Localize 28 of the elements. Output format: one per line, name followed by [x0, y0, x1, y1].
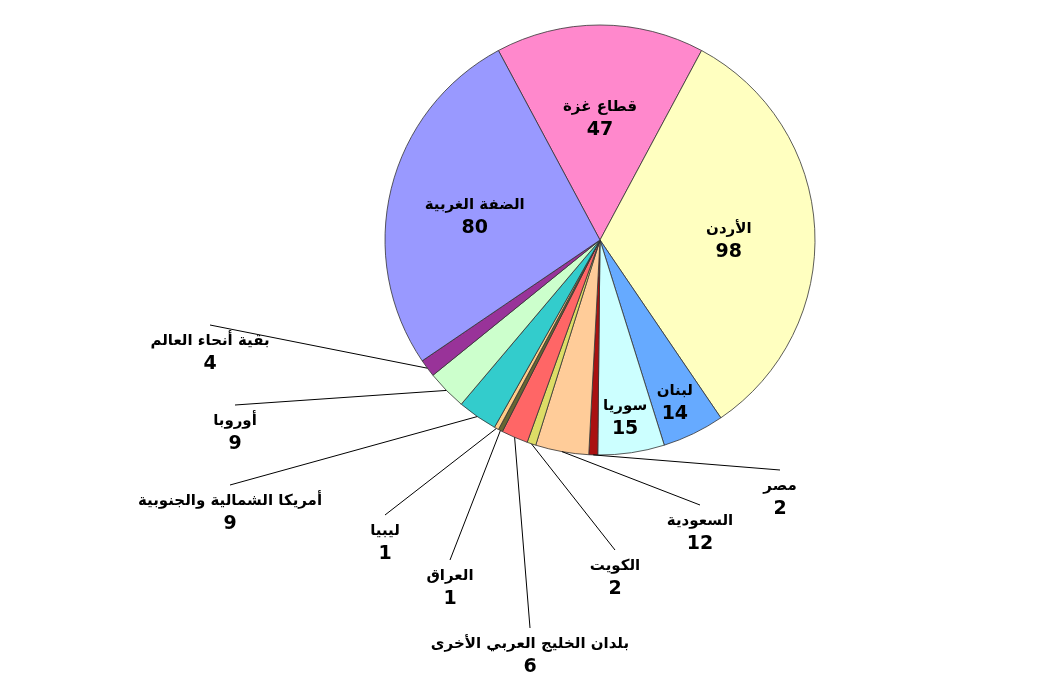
- category-label: العراق: [426, 566, 474, 584]
- category-label: السعودية: [666, 511, 734, 529]
- category-label: بلدان الخليج العربي الأخرى: [430, 634, 630, 652]
- value-label: 9: [228, 431, 242, 453]
- value-label: 14: [661, 400, 689, 423]
- category-label: الضفة الغربية: [424, 195, 525, 214]
- value-label: 98: [715, 239, 743, 262]
- category-label: الكويت: [589, 556, 641, 574]
- value-label: 47: [586, 117, 614, 139]
- value-label: 1: [378, 541, 392, 563]
- category-label: قطاع غزة: [563, 97, 637, 115]
- category-label: مصر: [763, 476, 797, 494]
- value-label: 15: [611, 416, 639, 439]
- category-label: لبنان: [656, 380, 693, 399]
- category-label: أوروبا: [213, 411, 257, 429]
- value-label: 80: [461, 215, 488, 238]
- category-label: سوريا: [603, 396, 648, 415]
- category-label: الأردن: [706, 219, 752, 238]
- value-label: 1: [443, 586, 457, 608]
- value-label: 6: [523, 654, 537, 676]
- value-label: 2: [773, 496, 787, 518]
- category-label: أمريكا الشمالية والجنوبية: [137, 491, 323, 509]
- value-label: 2: [608, 576, 622, 598]
- value-label: 9: [223, 511, 237, 533]
- category-label: بقية أنحاء العالم: [150, 331, 270, 349]
- value-label: 4: [203, 351, 217, 373]
- category-label: ليبيا: [370, 521, 400, 539]
- value-label: 12: [686, 531, 714, 553]
